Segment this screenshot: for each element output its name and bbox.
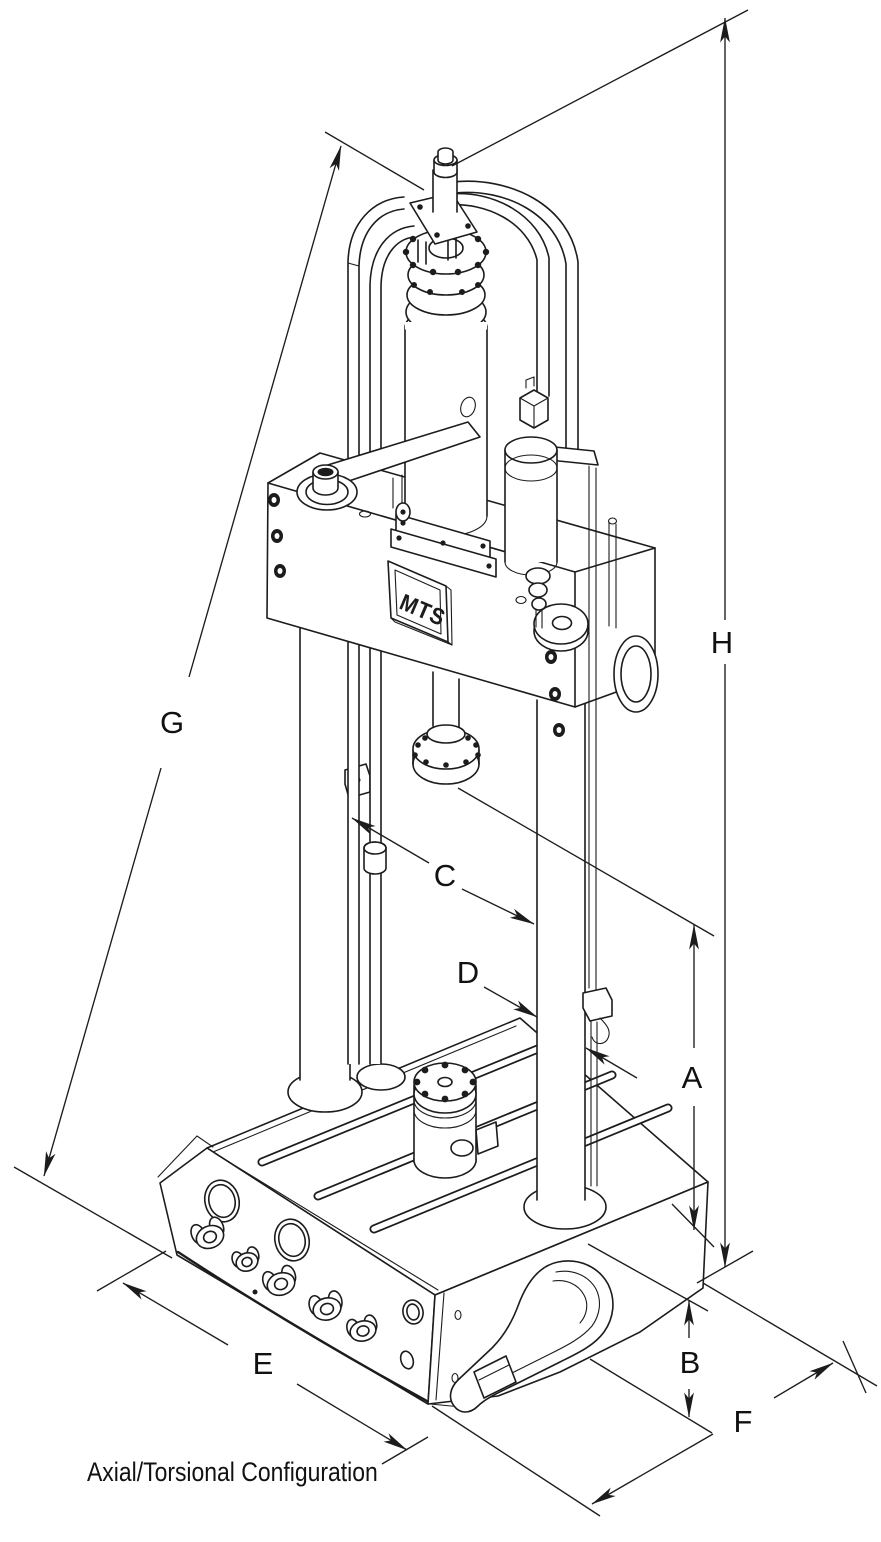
end-cylinder (613, 635, 659, 713)
piston-rod (432, 147, 458, 213)
dimension-lines (13, 9, 878, 1517)
machine-foot (449, 1260, 614, 1413)
dim-label-h: H (711, 625, 733, 660)
hose-collar (363, 841, 387, 875)
panel-ports-and-knobs (190, 1179, 424, 1370)
dim-label-g: G (160, 705, 184, 740)
rotary-actuator (413, 1061, 499, 1179)
right-column (523, 699, 607, 1230)
pipe-clamp (582, 987, 613, 1045)
alignment-arm (317, 421, 481, 522)
t-slots (257, 1041, 673, 1234)
brand-plate: MTS (387, 560, 453, 646)
hydraulic-hoses (347, 180, 579, 1065)
top-actuator (402, 147, 490, 537)
load-cell (412, 671, 481, 785)
dim-label-b: B (680, 1345, 701, 1380)
right-column-top-boss (533, 603, 589, 652)
left-column-top-cap (296, 464, 358, 511)
figure-caption: Axial/Torsional Configuration (87, 1457, 378, 1487)
dim-label-a: A (682, 1060, 703, 1095)
load-cell-bolts (412, 735, 481, 768)
dim-label-c: C (434, 858, 456, 893)
actuator-flange (390, 513, 497, 578)
socket-screws-left (268, 493, 286, 578)
socket-screws-right (545, 650, 565, 737)
accumulator-manifold (504, 376, 618, 1187)
rotary-actuator-bolts (413, 1061, 477, 1103)
servo-ring-bolts-lower (411, 282, 481, 295)
dim-label-e: E (253, 1346, 274, 1381)
dim-label-f: F (734, 1404, 753, 1439)
dim-label-d: D (457, 955, 479, 990)
dimension-labels: A B C D E F G H (160, 625, 753, 1439)
